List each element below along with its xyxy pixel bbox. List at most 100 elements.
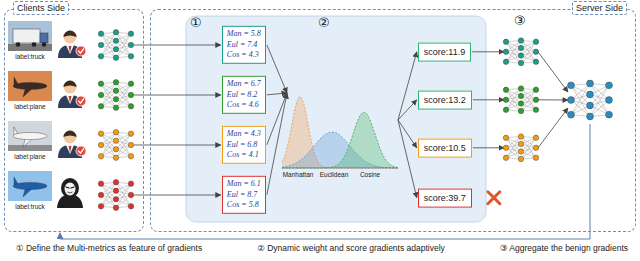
score-value: score:39.7 [424,192,466,203]
net-neuron [518,60,523,65]
neural-net-icon [503,134,538,162]
net-neuron [113,188,118,193]
score-value: score:10.5 [424,142,466,153]
return-line [590,124,591,232]
net-neuron [606,97,613,104]
net-neuron [113,147,118,152]
person-tie [69,46,72,53]
net-neuron [503,155,508,160]
neural-net-icon [503,38,538,66]
net-neuron [533,49,538,54]
flow-arrow [134,45,221,46]
net-neuron [113,205,118,210]
mask-mouth [68,192,73,193]
score-box: score:11.9 [418,42,471,61]
image-label: label:truck [15,203,45,210]
callout-number: ③ [514,14,526,29]
metric-value: Man = 6.7 [227,79,261,90]
net-neuron [518,108,523,113]
sample-image [8,71,52,101]
process-region [186,16,486,222]
metric-box: Man = 6.1Eul = 8.7Cos = 5.8 [222,176,266,214]
neural-net-icon [568,80,613,120]
net-neuron [503,59,508,64]
net-neuron [533,87,538,92]
check-mark [79,149,84,153]
net-neuron [518,134,523,139]
neural-net-icon [503,86,538,114]
check-badge [76,46,86,56]
flow-arrow [538,108,568,148]
net-neuron [113,155,118,160]
sample-image [8,171,52,201]
net-neuron [606,82,613,89]
flow-arrow [134,145,221,146]
net-neuron [113,138,118,143]
net-neuron [113,97,118,102]
net-neuron [503,87,508,92]
sample-image [8,21,52,51]
net-neuron [518,156,523,161]
flow-arrow [538,99,568,100]
net-neuron [128,142,133,147]
net-neuron [518,45,523,50]
manhattan-curve [282,97,398,168]
net-neuron [518,101,523,106]
net-neuron [113,180,118,185]
flow-arrow [267,93,287,95]
image-label: label:plane [14,153,45,160]
net-neuron [503,107,508,112]
region-header: Clients Side [13,1,69,15]
net-neuron [113,38,118,43]
metric-value: Eul = 7.4 [227,39,261,50]
net-neuron [568,97,575,104]
region-box: Clients Side [4,9,144,232]
net-neuron [533,39,538,44]
net-neuron [98,92,103,97]
check-badge [76,96,86,106]
client-icon [58,131,86,159]
truck-wheel [32,42,37,47]
callout-number: ② [318,16,330,31]
net-neuron [503,39,508,44]
net-neuron [503,135,508,140]
attacker-icon [57,178,83,208]
person-shirt [66,95,74,104]
net-neuron [98,81,103,86]
net-neuron [98,31,103,36]
person-head [64,31,77,44]
mask-eyes [66,187,74,188]
net-neuron [533,97,538,102]
metric-value: Cos = 5.8 [227,200,261,211]
person-head [64,131,77,144]
cosine-curve-line [282,112,398,168]
net-neuron [113,130,118,135]
net-neuron [128,81,133,86]
net-neuron [587,80,594,87]
net-neuron [113,88,118,93]
metric-value: Man = 4.3 [227,129,261,140]
net-neuron [587,102,594,109]
reject-mark [488,192,500,204]
score-box: score:10.5 [418,138,472,157]
net-neuron [98,42,103,47]
net-neuron [128,204,133,209]
step-caption: ③ Aggregate the benign gradients [500,244,628,254]
image-label: label:plane [14,103,45,110]
hacker-hood [61,178,79,198]
metric-value: Cos = 4.3 [227,50,261,61]
neural-net-icon [98,80,133,111]
image-background [8,121,52,151]
image-label: label:truck [15,53,45,60]
net-neuron [518,38,523,43]
net-neuron [518,141,523,146]
net-neuron [533,155,538,160]
net-neuron [568,111,575,118]
flow-arrow [472,51,504,52]
score-value: score:13.2 [424,94,466,105]
net-neuron [128,104,133,109]
client-icon [58,81,86,109]
flow-arrow [473,99,504,100]
